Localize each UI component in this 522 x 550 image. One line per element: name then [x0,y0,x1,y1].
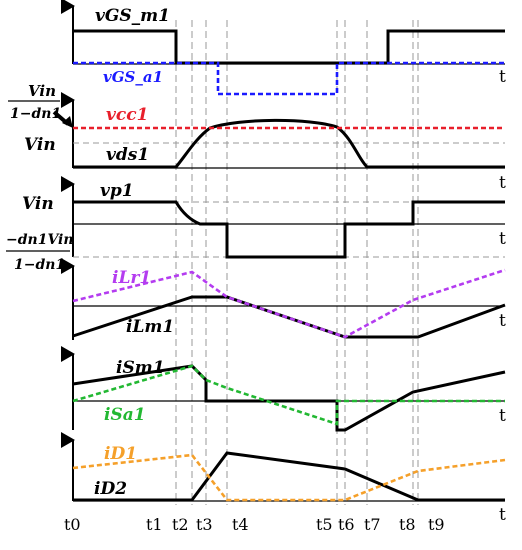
p5-t-label: t [499,406,506,426]
vgs-m1-waveform [73,29,505,65]
p3-t-label: t [499,229,506,249]
ilr1-waveform [72,268,506,339]
time-label-t5: t5 [316,515,333,534]
panel-vds: Vin 1−dn1 vcc1 Vin vds1 t [8,82,506,193]
time-label-t8: t8 [399,515,416,534]
time-label-t7: t7 [364,515,381,534]
p4-t-label: t [499,311,506,331]
ilr1-label: iLr1 [112,268,151,288]
vgs-a1-label: vGS_a1 [103,68,163,86]
p6-t-label: t [499,505,506,525]
time-labels: t0 t1 t2 t3 t4 t5 t6 t7 t8 t9 [64,515,445,534]
vgs-a1-waveform [73,61,505,96]
vds1-waveform [73,118,505,169]
ilm1-waveform [72,295,506,339]
neg-frac-num: −dn1Vin [6,232,74,248]
panel-id: iD1 iD2 t [61,432,506,525]
time-label-t4: t4 [232,515,249,534]
id2-waveform [73,451,505,502]
id1-label: iD1 [104,444,137,464]
vin-label-3: Vin [22,194,54,214]
frac-vin-num: Vin [28,82,56,100]
panel-ilr: iLr1 iLm1 t [61,258,506,340]
panel-vp: vp1 Vin −dn1Vin 1−dn1 t [6,176,506,273]
p1-t-label: t [499,67,506,87]
time-guides [175,20,419,505]
time-label-t9: t9 [428,515,445,534]
ilm1-label: iLm1 [126,317,174,337]
ism1-label: iSm1 [116,358,165,378]
id1-waveform [72,453,506,502]
panel-vgs: vGS_m1 vGS_a1 t [61,0,506,96]
vp1-waveform [73,200,505,259]
isa1-label: iSa1 [104,405,146,425]
neg-frac-den: 1−dn1 [14,257,65,273]
time-label-t0: t0 [64,515,81,534]
time-label-t6: t6 [338,515,355,534]
vp1-label: vp1 [100,181,134,201]
isa1-waveform [72,364,505,426]
frac-vin-den: 1−dn1 [10,106,61,122]
time-label-t1: t1 [146,515,163,534]
vds1-label: vds1 [106,145,149,165]
vcc1-label: vcc1 [106,105,148,125]
id2-label: iD2 [94,479,127,499]
p2-t-label: t [499,173,506,193]
frac-arrow-head [62,116,73,128]
time-label-t3: t3 [196,515,213,534]
vin-label-2: Vin [24,135,56,155]
vgs-m1-label: vGS_m1 [95,6,170,26]
panel-ism: iSm1 iSa1 t [61,346,506,432]
time-label-t2: t2 [172,515,189,534]
